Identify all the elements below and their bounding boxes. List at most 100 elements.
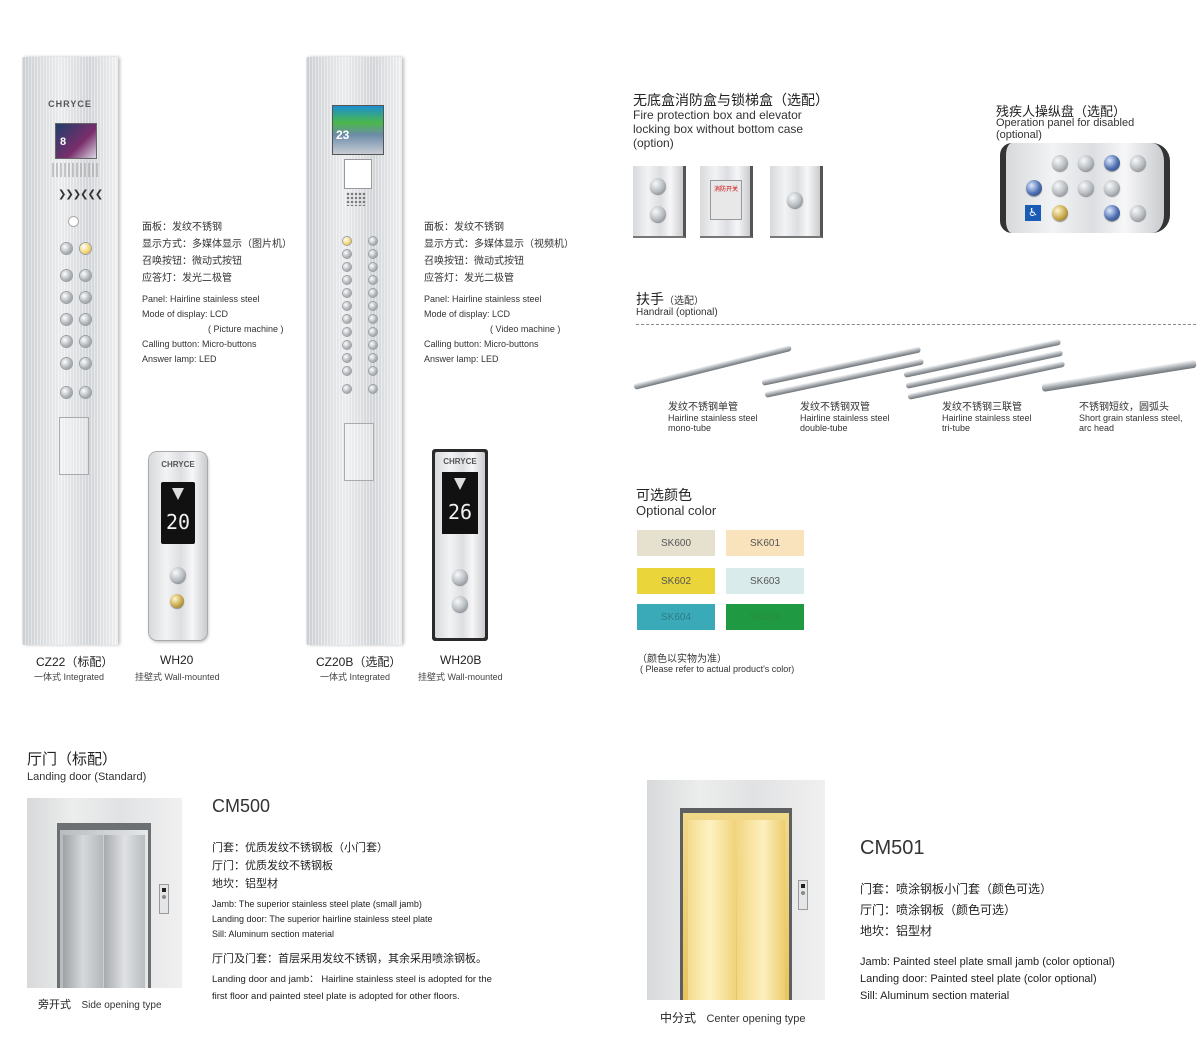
caption-zh: 中分式 (660, 1011, 697, 1025)
wh20b-name: WH20B (440, 653, 482, 667)
floor-button[interactable] (343, 315, 351, 323)
wheelchair-icon: ♿ (1025, 205, 1041, 221)
floor-button[interactable] (343, 237, 351, 245)
hall-call-panel (798, 880, 808, 910)
floor-button[interactable] (80, 336, 91, 347)
floor-button[interactable] (80, 270, 91, 281)
floor-button[interactable] (369, 250, 377, 258)
floor-button[interactable] (61, 387, 72, 398)
floor-button[interactable] (80, 292, 91, 303)
handrail-title-en: Handrail (optional) (636, 307, 718, 318)
cz22-panel: CHRYCE 8 ❯❯❯❮❮❮ (22, 57, 118, 645)
floor-button[interactable] (369, 367, 377, 375)
call-up-button[interactable] (452, 569, 468, 585)
caption-en: Center opening type (706, 1013, 806, 1025)
spec-line: ( Video machine ) (490, 324, 561, 334)
spec-line: Panel: Hairline stainless steel (142, 294, 260, 304)
color-swatch-sk602: SK602 (637, 568, 715, 594)
floor-button[interactable] (1078, 180, 1094, 196)
floor-button[interactable] (61, 243, 72, 254)
floor-button[interactable] (80, 387, 91, 398)
floor-button[interactable] (80, 358, 91, 369)
floor-button[interactable] (369, 237, 377, 245)
floor-button[interactable] (369, 263, 377, 271)
colors-note-zh: （颜色以实物为准） (637, 654, 727, 665)
service-cabinet (344, 423, 374, 481)
floor-button[interactable] (369, 276, 377, 284)
floor-button[interactable] (61, 336, 72, 347)
floor-button[interactable] (80, 314, 91, 325)
title-line: Fire protection box and elevator (633, 108, 802, 122)
door-panel-left (63, 835, 103, 988)
floor-button[interactable] (61, 270, 72, 281)
floor-button[interactable] (369, 341, 377, 349)
floor-button[interactable] (343, 302, 351, 310)
cm500-caption: 旁开式 Side opening type (38, 995, 162, 1013)
floor-button[interactable] (1026, 180, 1042, 196)
cm501-caption: 中分式 Center opening type (660, 1009, 806, 1027)
speaker-grille (346, 192, 366, 206)
disabled-operation-panel: ♿ (1000, 143, 1170, 233)
floor-button[interactable] (80, 243, 91, 254)
floor-button[interactable] (343, 276, 351, 284)
floor-button[interactable] (369, 328, 377, 336)
key-switch[interactable] (650, 178, 666, 194)
door-panel-right (737, 820, 785, 1000)
floor-button[interactable] (1052, 155, 1068, 171)
caption-zh: 发纹不锈钢三联管 (942, 402, 1022, 413)
spec-block-1: 面板：发纹不锈钢 显示方式：多媒体显示（图片机） 召唤按钮：微动式按钮 应答灯：… (142, 221, 292, 366)
call-down-button[interactable] (170, 594, 184, 608)
caption-zh: 不锈钢短纹，圆弧头 (1079, 402, 1169, 413)
floor-button[interactable] (1104, 155, 1120, 171)
floor-button[interactable] (343, 250, 351, 258)
spec-line: 面板：发纹不锈钢 (142, 222, 222, 233)
floor-button[interactable] (1130, 205, 1146, 221)
spec-line: Landing door: Painted steel plate (color… (860, 973, 1097, 985)
indicator-strip (52, 163, 98, 177)
floor-button[interactable] (369, 354, 377, 362)
floor-button[interactable] (61, 314, 72, 325)
floor-button[interactable] (343, 289, 351, 297)
spec-line: 显示方式：多媒体显示（视频机） (424, 239, 574, 250)
call-button[interactable] (162, 895, 166, 899)
floor-button[interactable] (61, 292, 72, 303)
floor-button[interactable] (1130, 155, 1146, 171)
fire-switch-label: 消防开关 (713, 187, 738, 193)
floor-button[interactable] (1052, 205, 1068, 221)
caption-zh: 旁开式 (38, 999, 71, 1011)
spec-line: Sill: Aluminum section material (212, 929, 335, 939)
key-switch[interactable] (650, 206, 666, 222)
color-swatch-sk600: SK600 (637, 530, 715, 556)
floor-button[interactable] (369, 385, 377, 393)
call-up-button[interactable] (170, 567, 186, 583)
floor-button[interactable] (343, 263, 351, 271)
floor-button[interactable] (343, 385, 351, 393)
wh20b-face: CHRYCE 26 (435, 452, 485, 638)
spec-line: Jamb: Painted steel plate small jamb (co… (860, 956, 1115, 968)
floor-button[interactable] (369, 289, 377, 297)
floor-button[interactable] (61, 358, 72, 369)
direction-arrows: ❯❯❯❮❮❮ (58, 189, 103, 200)
floor-button[interactable] (1104, 180, 1120, 196)
spec-block-2: 面板：发纹不锈钢 显示方式：多媒体显示（视频机） 召唤按钮：微动式按钮 应答灯：… (424, 221, 574, 366)
key-switch[interactable] (787, 192, 803, 208)
call-down-button[interactable] (452, 596, 468, 612)
floor-button[interactable] (343, 367, 351, 375)
floor-button[interactable] (343, 354, 351, 362)
floor-button[interactable] (343, 328, 351, 336)
title-line: (option) (633, 136, 674, 150)
floor-button[interactable] (369, 315, 377, 323)
floor-button[interactable] (1052, 180, 1068, 196)
handrail-caption: 发纹不锈钢双管 Hairline stainless steel double-… (800, 403, 890, 434)
color-swatch-sk601: SK601 (726, 530, 804, 556)
floor-button[interactable] (1104, 205, 1120, 221)
segment-display: 26 (442, 472, 478, 534)
floor-button[interactable] (343, 341, 351, 349)
camera-dot (69, 217, 78, 226)
floor-button[interactable] (369, 302, 377, 310)
fire-box-3 (770, 166, 823, 238)
floor-button[interactable] (1078, 155, 1094, 171)
call-button[interactable] (801, 891, 805, 895)
spec-line: Sill: Aluminum section material (860, 990, 1010, 1002)
hall-call-panel (159, 884, 169, 914)
